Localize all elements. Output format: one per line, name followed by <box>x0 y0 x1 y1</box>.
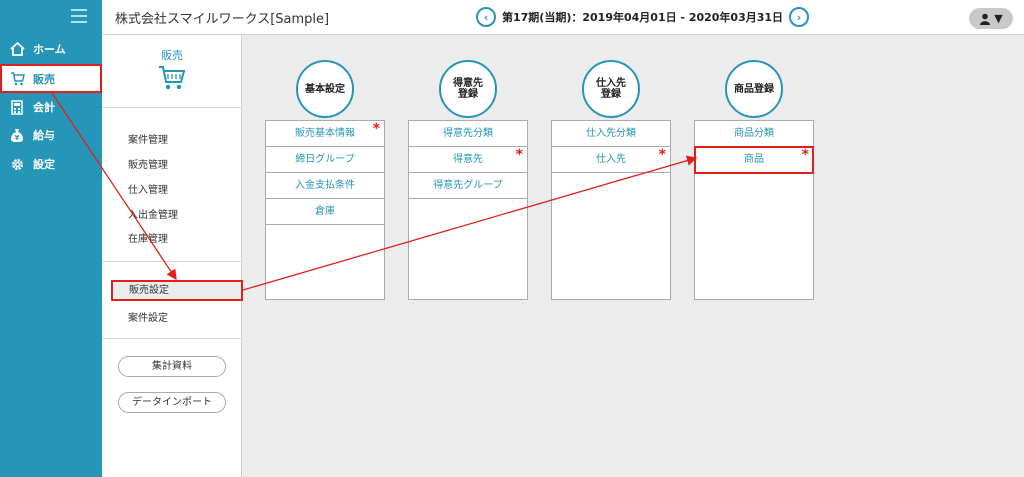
company-name: 株式会社スマイルワークス[Sample] <box>115 12 330 27</box>
fiscal-period: 第17期(当期)：2019年04月01日 - 2020年03月31日 <box>502 11 784 24</box>
required-star: * <box>515 147 523 163</box>
divider <box>102 261 242 262</box>
nav-item-sales[interactable]: 販売 <box>0 64 102 93</box>
category-title: 得意先 登録 <box>439 60 497 118</box>
category-title: 基本設定 <box>296 60 354 118</box>
chevron-left-icon[interactable]: ‹ <box>476 7 496 27</box>
svg-text:¥: ¥ <box>15 134 20 142</box>
nav-label: 設定 <box>33 158 55 171</box>
nav-item-payroll[interactable]: ¥ 給与 <box>0 122 102 148</box>
category-title: 仕入先 登録 <box>582 60 640 118</box>
nav-label: 会計 <box>33 101 55 114</box>
gear-icon <box>9 156 25 172</box>
nav-label: 給与 <box>33 129 55 142</box>
divider <box>102 107 242 108</box>
hamburger-icon[interactable] <box>71 9 87 23</box>
link-customer-group[interactable]: 得意先グループ <box>409 173 527 199</box>
required-star: * <box>658 147 666 163</box>
link-closing-group[interactable]: 締日グループ <box>266 147 384 173</box>
nav-item-settings[interactable]: 設定 <box>0 151 102 177</box>
home-icon <box>9 41 25 57</box>
link-warehouse[interactable]: 倉庫 <box>266 199 384 225</box>
category-title-text: 仕入先 登録 <box>596 78 626 100</box>
category-box: 仕入先分類 仕入先 * <box>551 120 671 300</box>
link-label: 締日グループ <box>295 154 355 165</box>
nav-label: 販売 <box>33 72 55 86</box>
nav-item-accounting[interactable]: 会計 <box>0 94 102 120</box>
cart-icon <box>9 71 25 87</box>
link-label: 得意先グループ <box>433 180 503 191</box>
sub-item-project-settings[interactable]: 案件設定 <box>128 313 168 324</box>
sub-menu-title: 販売 <box>161 49 183 62</box>
cart-icon <box>158 65 186 95</box>
link-label: 得意先分類 <box>443 128 493 139</box>
link-supplier[interactable]: 仕入先 * <box>552 147 670 173</box>
nav-item-home[interactable]: ホーム <box>0 36 102 62</box>
user-icon <box>980 13 991 25</box>
sub-item-project-mgmt[interactable]: 案件管理 <box>128 135 168 146</box>
link-label: 入金支払条件 <box>295 180 355 191</box>
sub-item-purchase-mgmt[interactable]: 仕入管理 <box>128 185 168 196</box>
link-label: 商品分類 <box>734 128 774 139</box>
main-nav: ホーム 販売 会計 ¥ 給与 設定 <box>0 0 102 477</box>
link-label: 倉庫 <box>315 206 335 217</box>
link-payment-terms[interactable]: 入金支払条件 <box>266 173 384 199</box>
top-bar: 株式会社スマイルワークス[Sample] ‹ 第17期(当期)：2019年04月… <box>102 0 1024 35</box>
link-product[interactable]: 商品 * <box>694 146 814 174</box>
category-title-text: 得意先 登録 <box>453 78 483 100</box>
divider <box>102 338 242 339</box>
category-box: 商品分類 商品 * <box>694 120 814 300</box>
summary-report-button[interactable]: 集計資料 <box>118 356 226 377</box>
sub-menu-panel: 販売 案件管理 販売管理 仕入管理 入出金管理 在庫管理 販売設定 案件設定 集… <box>102 35 243 477</box>
nav-label: ホーム <box>33 43 66 56</box>
sub-item-cash-mgmt[interactable]: 入出金管理 <box>128 210 178 221</box>
sub-item-sales-settings[interactable]: 販売設定 <box>111 280 243 301</box>
fiscal-period-selector: ‹ 第17期(当期)：2019年04月01日 - 2020年03月31日 › <box>476 7 810 27</box>
calculator-icon <box>9 99 25 115</box>
link-sales-basic-info[interactable]: 販売基本情報 * <box>266 121 384 147</box>
required-star: * <box>372 121 380 137</box>
data-import-button[interactable]: データインポート <box>118 392 226 413</box>
link-label: 販売基本情報 <box>295 128 355 139</box>
link-customer-class[interactable]: 得意先分類 <box>409 121 527 147</box>
category-title: 商品登録 <box>725 60 783 118</box>
link-label: 仕入先 <box>596 154 626 165</box>
chevron-down-icon: ▼ <box>994 12 1003 25</box>
link-customer[interactable]: 得意先 * <box>409 147 527 173</box>
link-label: 仕入先分類 <box>586 128 636 139</box>
money-bag-icon: ¥ <box>9 127 25 143</box>
link-label: 商品 <box>744 154 764 165</box>
chevron-right-icon[interactable]: › <box>789 7 810 27</box>
link-product-class[interactable]: 商品分類 <box>695 121 813 147</box>
sub-item-sales-mgmt[interactable]: 販売管理 <box>128 160 168 171</box>
sub-item-inventory-mgmt[interactable]: 在庫管理 <box>128 234 168 245</box>
user-menu-button[interactable]: ▼ <box>969 8 1013 29</box>
category-box: 得意先分類 得意先 * 得意先グループ <box>408 120 528 300</box>
required-star: * <box>801 147 809 163</box>
link-supplier-class[interactable]: 仕入先分類 <box>552 121 670 147</box>
category-box: 販売基本情報 * 締日グループ 入金支払条件 倉庫 <box>265 120 385 300</box>
link-label: 得意先 <box>453 154 483 165</box>
